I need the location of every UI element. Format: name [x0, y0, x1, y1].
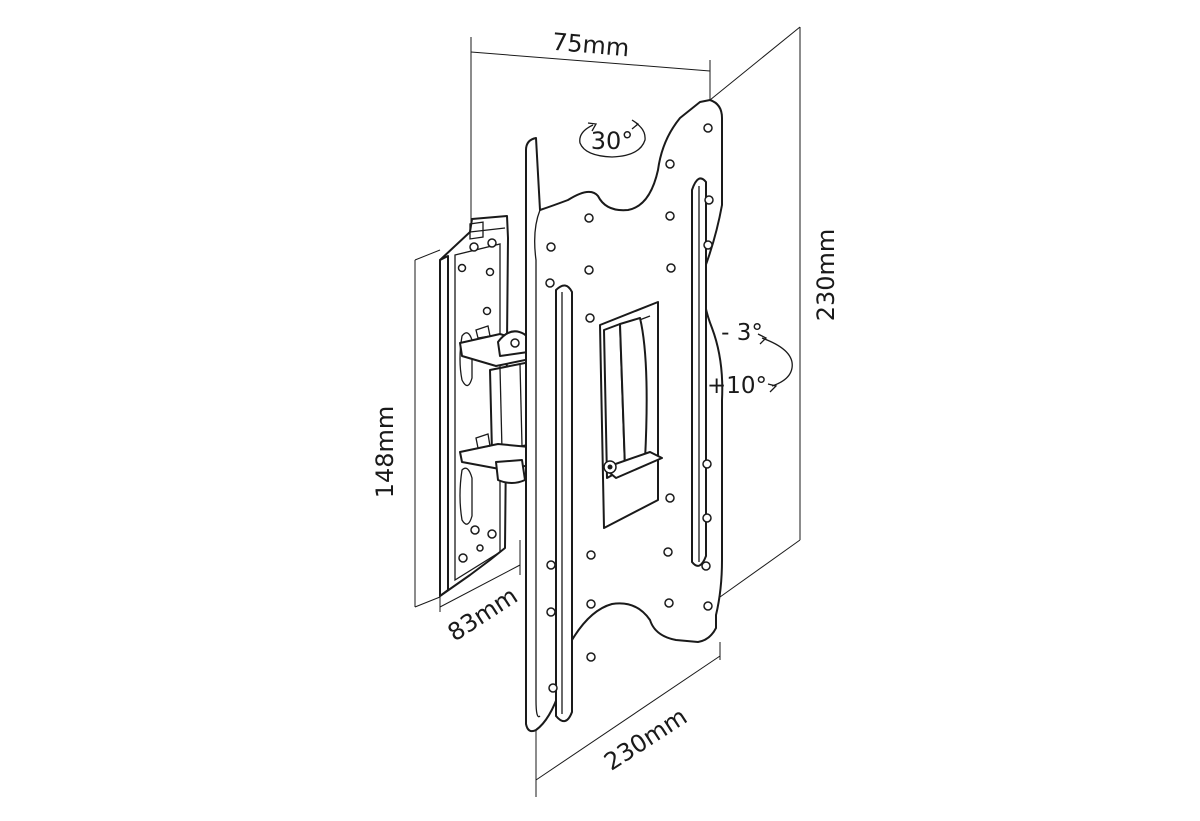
height-230-label: 230mm [812, 229, 840, 322]
tilt-up-label: - 3° [721, 320, 763, 346]
tilt-rotation-arrow [757, 333, 793, 393]
swivel-rotation-arrow [579, 119, 646, 158]
swivel-angle-label: 30° [591, 127, 634, 155]
width-230-label: 230mm [599, 702, 692, 776]
wall-plate [439, 215, 509, 597]
height-148-label: 148mm [371, 406, 399, 499]
depth-83-label: 83mm [443, 581, 523, 647]
width-75-label: 75mm [551, 28, 630, 63]
tv-plate [525, 99, 724, 733]
tilt-down-label: +10° [707, 373, 767, 399]
